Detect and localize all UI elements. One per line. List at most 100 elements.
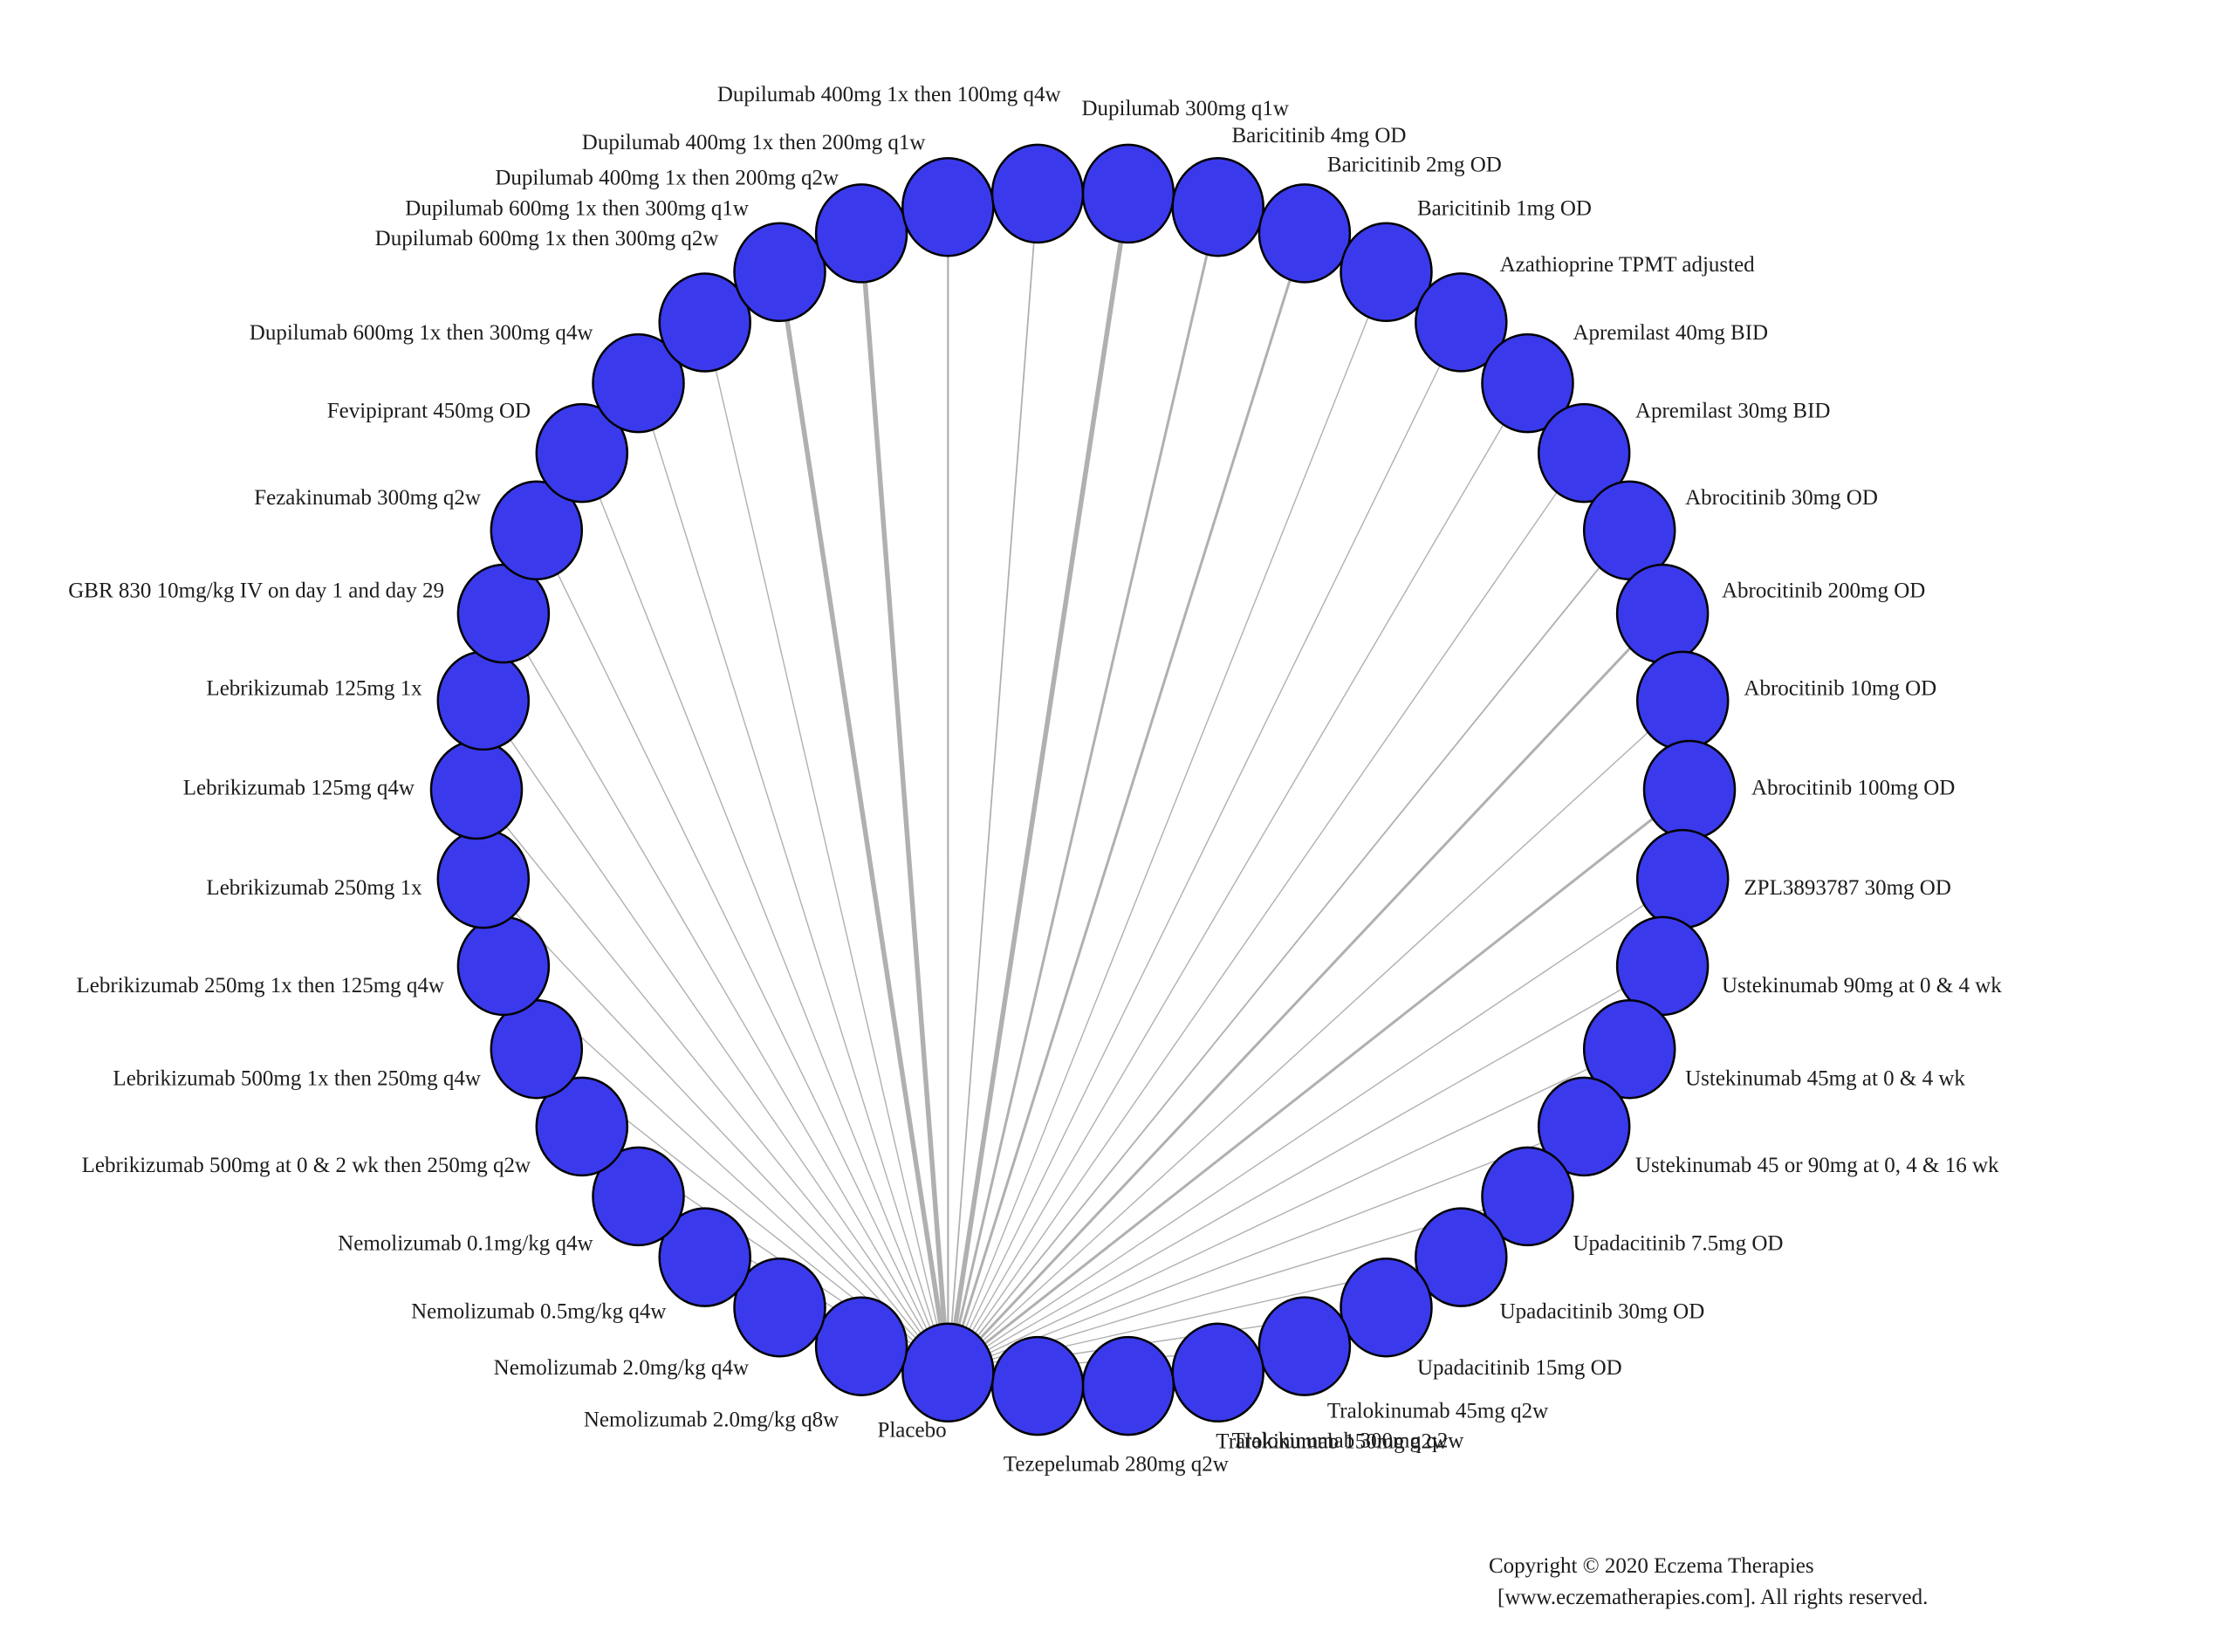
label-ustekinumab-90mg-at-0-4-wk: Ustekinumab 90mg at 0 & 4 wk [1722,974,2002,997]
label-nemolizumab-2-0mg-kg-q4w: Nemolizumab 2.0mg/kg q4w [494,1356,749,1380]
label-placebo: Placebo [877,1419,946,1443]
edge-placebo-dupilumab-300mg-q1w [945,193,1131,1374]
label-baricitinib-4mg-od: Baricitinib 4mg OD [1232,124,1407,147]
node-dupilumab-400mg-1x-then-200mg-q1w [901,156,995,257]
node-lebrikizumab-250mg-1x-then-125mg-q4w [456,915,551,1017]
label-tezepelumab-280mg-q2w: Tezepelumab 280mg q2w [1004,1453,1229,1477]
label-lebrikizumab-250mg-1x-then-125mg-q4w: Lebrikizumab 250mg 1x then 125mg q4w [77,974,444,997]
copyright-line2: [www.eczematherapies.com]. All rights re… [1497,1586,1928,1609]
label-upadacitinib-7-5mg-od: Upadacitinib 7.5mg OD [1573,1231,1784,1255]
edge-placebo-baricitinib-4mg-od [946,206,1220,1374]
node-ustekinumab-45-or-90mg-at-0-4-16-wk [1537,1076,1631,1177]
node-fevipiprant-450mg-od [535,402,629,504]
label-nemolizumab-0-5mg-kg-q4w: Nemolizumab 0.5mg/kg q4w [411,1299,666,1323]
edge-placebo-dupilumab-400mg-1x-then-100mg-q4w [947,193,1038,1373]
edge-placebo-fevipiprant-450mg-od [581,452,949,1374]
node-tralokinumab-150mg-q2w [1081,1335,1175,1436]
nodes-group [429,143,1737,1436]
node-lebrikizumab-125mg-1x [436,650,531,751]
node-apremilast-40mg-bid [1481,332,1574,434]
node-tralokinumab-45mg-q2w [1257,1296,1352,1396]
edge-placebo-baricitinib-2mg-od [946,232,1306,1374]
label-abrocitinib-10mg-od: Abrocitinib 10mg OD [1744,676,1936,700]
copyright-footer: Copyright © 2020 Eczema Therapies [www.e… [1489,1554,1928,1609]
edge-placebo-zpl3893787-30mg-od [948,878,1683,1374]
node-lebrikizumab-125mg-q4w [429,739,524,840]
label-azathioprine-tpmt-adjusted: Azathioprine TPMT adjusted [1500,253,1756,277]
label-baricitinib-2mg-od: Baricitinib 2mg OD [1327,154,1502,177]
label-abrocitinib-100mg-od: Abrocitinib 100mg OD [1751,777,1955,800]
node-ustekinumab-45mg-at-0-4-wk [1582,998,1676,1100]
node-abrocitinib-10mg-od [1635,650,1730,751]
label-dupilumab-400mg-1x-then-200mg-q2w: Dupilumab 400mg 1x then 200mg q2w [495,167,839,190]
label-upadacitinib-15mg-od: Upadacitinib 15mg OD [1417,1356,1622,1380]
node-nemolizumab-2-0mg-kg-q8w [814,1296,908,1396]
label-dupilumab-600mg-1x-then-300mg-q1w: Dupilumab 600mg 1x then 300mg q1w [405,197,749,221]
edge-placebo-ustekinumab-45-or-90mg-at-0-4-16-wk [948,1126,1585,1374]
label-dupilumab-600mg-1x-then-300mg-q4w: Dupilumab 600mg 1x then 300mg q4w [250,321,593,345]
node-dupilumab-600mg-1x-then-300mg-q4w [592,332,685,434]
edge-placebo-abrocitinib-200mg-od [947,613,1664,1374]
node-upadacitinib-30mg-od [1415,1207,1508,1307]
label-ustekinumab-45mg-at-0-4-wk: Ustekinumab 45mg at 0 & 4 wk [1685,1067,1965,1091]
copyright-line1: Copyright © 2020 Eczema Therapies [1489,1554,1814,1578]
label-lebrikizumab-250mg-1x: Lebrikizumab 250mg 1x [206,876,422,900]
node-placebo [901,1322,995,1423]
label-dupilumab-300mg-q1w: Dupilumab 300mg q1w [1081,97,1289,120]
node-abrocitinib-100mg-od [1642,739,1737,840]
edge-placebo-dupilumab-600mg-1x-then-300mg-q4w [637,382,949,1374]
edge-placebo-lebrikizumab-125mg-q4w [476,789,949,1374]
edge-placebo-abrocitinib-30mg-od [947,530,1630,1374]
node-dupilumab-300mg-q1w [1081,143,1175,244]
edge-placebo-fezakinumab-300mg-q2w [536,530,949,1374]
edge-placebo-dupilumab-400mg-1x-then-200mg-q2w [859,233,951,1374]
label-ustekinumab-45-or-90mg-at-0-4-16-wk: Ustekinumab 45 or 90mg at 0, 4 & 16 wk [1635,1154,1999,1177]
edge-placebo-gbr-830-10mg-kg-iv-on-day-1-and-day-29 [503,613,949,1374]
node-dupilumab-600mg-1x-then-300mg-q1w [733,222,826,323]
edge-placebo-dupilumab-600mg-1x-then-300mg-q2w [704,322,949,1373]
label-upadacitinib-30mg-od: Upadacitinib 30mg OD [1500,1299,1705,1323]
node-dupilumab-600mg-1x-then-300mg-q2w [658,272,751,373]
label-abrocitinib-30mg-od: Abrocitinib 30mg OD [1685,486,1878,510]
edge-placebo-lebrikizumab-250mg-1x [483,878,949,1374]
edge-placebo-azathioprine-tpmt-adjusted [947,322,1462,1374]
label-nemolizumab-0-1mg-kg-q4w: Nemolizumab 0.1mg/kg q4w [338,1231,593,1255]
node-dupilumab-400mg-1x-then-200mg-q2w [814,183,908,284]
node-dupilumab-400mg-1x-then-100mg-q4w [990,143,1085,244]
node-zpl3893787-30mg-od [1635,828,1730,929]
label-nemolizumab-2-0mg-kg-q8w: Nemolizumab 2.0mg/kg q8w [584,1409,839,1432]
label-lebrikizumab-125mg-q4w: Lebrikizumab 125mg q4w [183,777,415,800]
label-tralokinumab-150mg-q2w: Tralokinumab 150mg q2w [1216,1430,1448,1454]
node-baricitinib-2mg-od [1257,183,1352,284]
node-fezakinumab-300mg-q2w [490,480,584,581]
label-lebrikizumab-125mg-1x: Lebrikizumab 125mg 1x [206,676,422,700]
edge-placebo-abrocitinib-100mg-od [947,788,1690,1374]
label-dupilumab-600mg-1x-then-300mg-q2w: Dupilumab 600mg 1x then 300mg q2w [375,227,719,250]
node-lebrikizumab-500mg-at-0-2-wk-then-250mg-q2w [535,1076,629,1177]
label-lebrikizumab-500mg-at-0-2-wk-then-250mg-q2w: Lebrikizumab 500mg at 0 & 2 wk then 250m… [82,1154,531,1177]
edge-placebo-ustekinumab-90mg-at-0-4-wk [948,965,1663,1374]
label-tralokinumab-45mg-q2w: Tralokinumab 45mg q2w [1327,1400,1548,1423]
edge-placebo-apremilast-40mg-bid [947,382,1529,1374]
node-tezepelumab-280mg-q2w [990,1335,1085,1436]
label-lebrikizumab-500mg-1x-then-250mg-q4w: Lebrikizumab 500mg 1x then 250mg q4w [113,1067,480,1091]
node-upadacitinib-7-5mg-od [1481,1146,1574,1247]
label-fezakinumab-300mg-q2w: Fezakinumab 300mg q2w [254,486,481,510]
edge-placebo-dupilumab-600mg-1x-then-300mg-q1w [777,271,951,1374]
node-baricitinib-4mg-od [1171,156,1264,257]
label-dupilumab-400mg-1x-then-200mg-q1w: Dupilumab 400mg 1x then 200mg q1w [582,131,926,154]
label-gbr-830-10mg-kg-iv-on-day-1-and-day-29: GBR 830 10mg/kg IV on day 1 and day 29 [68,579,444,603]
label-apremilast-30mg-bid: Apremilast 30mg BID [1635,400,1831,423]
edge-placebo-lebrikizumab-125mg-1x [483,700,949,1374]
label-baricitinib-1mg-od: Baricitinib 1mg OD [1417,197,1592,221]
node-baricitinib-1mg-od [1340,222,1433,323]
label-zpl3893787-30mg-od: ZPL3893787 30mg OD [1744,876,1950,900]
node-abrocitinib-200mg-od [1615,563,1710,664]
node-lebrikizumab-250mg-1x [436,828,531,929]
label-tralokinumab-300mg-q2w: Tralokinumab 300mg q2w [1232,1429,1464,1453]
node-upadacitinib-15mg-od [1340,1257,1433,1358]
edge-placebo-baricitinib-1mg-od [947,271,1388,1374]
node-nemolizumab-0-5mg-kg-q4w [658,1207,751,1307]
